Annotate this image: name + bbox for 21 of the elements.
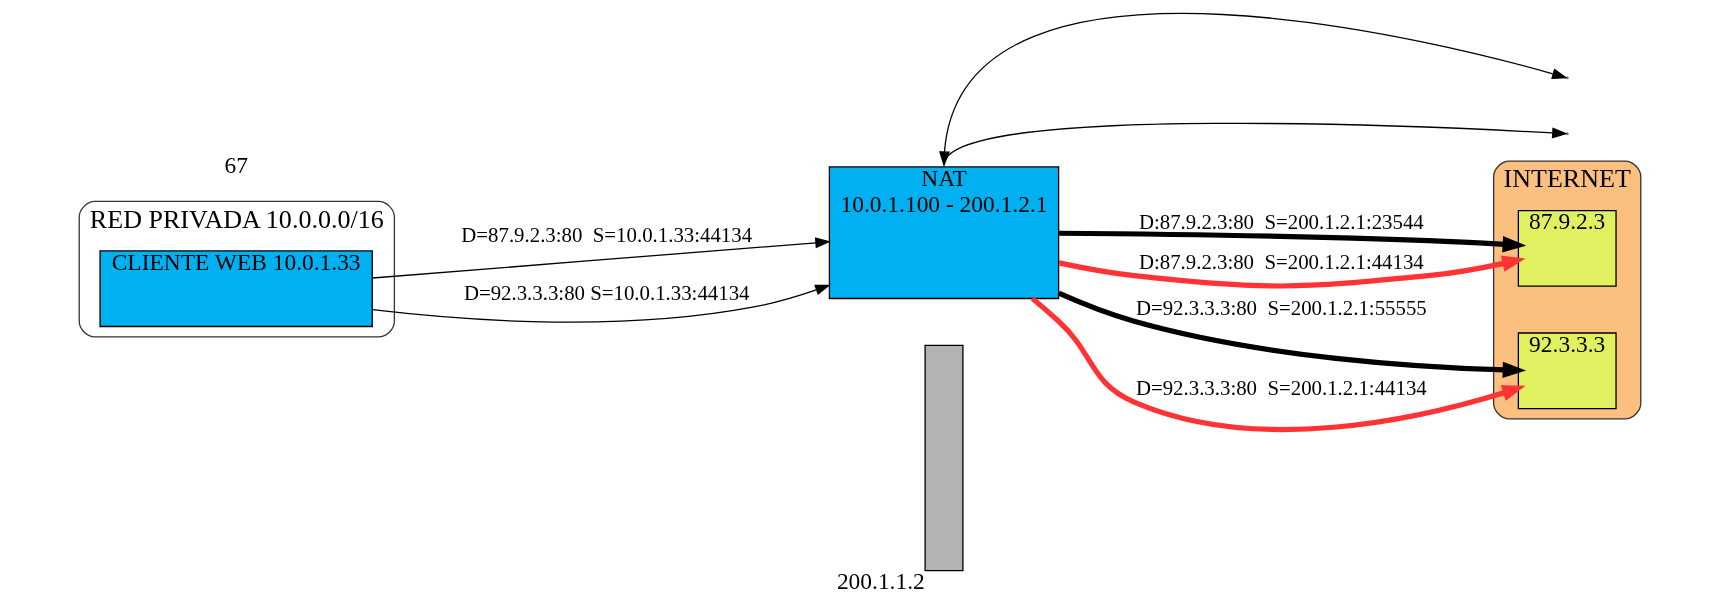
node-box: 87.9.2.3 — [1517, 209, 1617, 287]
edge-label: D=92.3.3.3:80 S=200.1.2.1:55555 — [1135, 295, 1427, 320]
arrow — [1057, 290, 1526, 379]
edge-label: D:87.9.2.3:80 S=200.1.2.1:23544 — [1138, 209, 1424, 234]
node-box: CLIENTE WEB 10.0.1.33 — [98, 250, 373, 328]
edge-label: D=87.9.2.3:80 S=10.0.1.33:44134 — [460, 222, 752, 247]
edge-label: D=92.3.3.3:80 S=10.0.1.33:44134 — [463, 281, 749, 306]
arrow — [1057, 255, 1526, 289]
arrow — [938, 13, 1568, 167]
label: 67 — [223, 152, 248, 179]
arrow — [938, 122, 1568, 167]
arrow — [1058, 230, 1526, 253]
edge-label: D:87.9.2.3:80 S=200.1.2.1:44134 — [1138, 249, 1424, 274]
node-box: 92.3.3.3 — [1517, 332, 1617, 410]
arrow — [371, 237, 831, 279]
arrow — [371, 284, 831, 323]
arrow — [1030, 296, 1526, 432]
edge-label: D=92.3.3.3:80 S=200.1.2.1:44134 — [1135, 376, 1427, 401]
node-box: NAT 10.0.1.100 - 200.1.2.1 — [828, 166, 1059, 300]
node-bar — [923, 344, 964, 572]
node-label: 200.1.1.2 — [836, 568, 925, 595]
